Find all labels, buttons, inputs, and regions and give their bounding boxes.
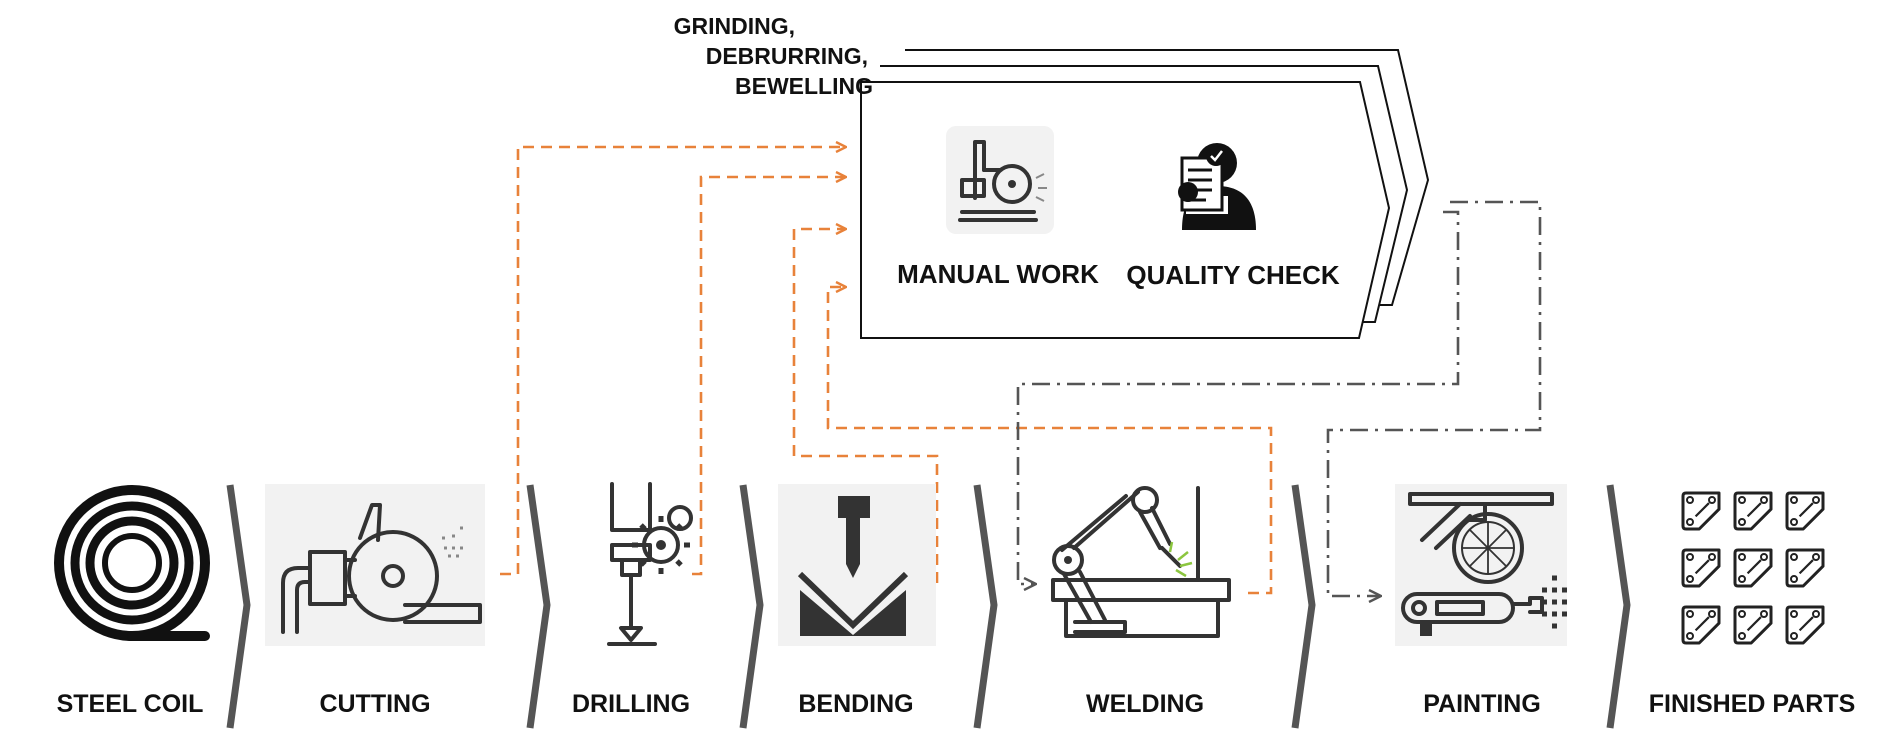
flow-drilling-to-side-process <box>692 177 845 576</box>
caption-line-1: GRINDING, <box>674 13 795 39</box>
divider-3 <box>739 484 764 729</box>
manual-work-label: MANUAL WORK <box>897 259 1099 289</box>
stage-dividers <box>226 484 1631 729</box>
stage-label-finished-parts: FINISHED PARTS <box>1649 690 1856 718</box>
divider-4 <box>973 484 998 729</box>
drill-press-icon <box>607 482 693 646</box>
stage-label-welding: WELDING <box>1086 690 1204 718</box>
welding-robot-icon <box>1051 486 1231 638</box>
flows-to-side-process <box>500 147 1273 595</box>
stage-labels: STEEL COIL CUTTING DRILLING BENDING WELD… <box>57 690 1856 718</box>
finished-parts-icon <box>1681 491 1825 645</box>
painting-robot-icon <box>1395 484 1567 646</box>
finished-part <box>1785 491 1825 531</box>
finished-part <box>1785 605 1825 645</box>
finished-part <box>1733 491 1773 531</box>
caption-line-3: BEWELLING <box>735 73 873 99</box>
stage-label-painting: PAINTING <box>1423 690 1541 718</box>
flow-bending-to-side-process <box>792 229 939 586</box>
return-flow-to-painting <box>1326 200 1542 596</box>
steel-coil-icon <box>54 485 210 641</box>
divider-5 <box>1291 484 1316 729</box>
side-process-caption: GRINDING, DEBRURRING, BEWELLING <box>674 13 873 99</box>
flow-welding-to-side-process <box>826 287 1273 595</box>
stage-label-cutting: CUTTING <box>319 690 430 718</box>
return-flow-to-welding <box>1016 210 1460 584</box>
finished-part <box>1733 548 1773 588</box>
return-flows <box>1016 200 1542 596</box>
stage-label-steel-coil: STEEL COIL <box>57 690 204 718</box>
finished-part <box>1733 605 1773 645</box>
angle-grinder-icon <box>265 484 485 646</box>
finished-part <box>1681 605 1721 645</box>
quality-inspector-icon <box>1178 143 1256 230</box>
press-brake-icon <box>778 484 936 646</box>
divider-1 <box>226 484 251 729</box>
stage-label-drilling: DRILLING <box>572 690 690 718</box>
quality-check-label: QUALITY CHECK <box>1126 260 1340 290</box>
manual-grinding-icon <box>946 126 1054 234</box>
flow-cutting-to-side-process <box>500 147 845 576</box>
stage-label-bending: BENDING <box>798 690 913 718</box>
finished-part <box>1785 548 1825 588</box>
finished-part <box>1681 548 1721 588</box>
divider-6 <box>1606 484 1631 729</box>
divider-2 <box>526 484 551 729</box>
finished-part <box>1681 491 1721 531</box>
caption-line-2: DEBRURRING, <box>706 43 868 69</box>
